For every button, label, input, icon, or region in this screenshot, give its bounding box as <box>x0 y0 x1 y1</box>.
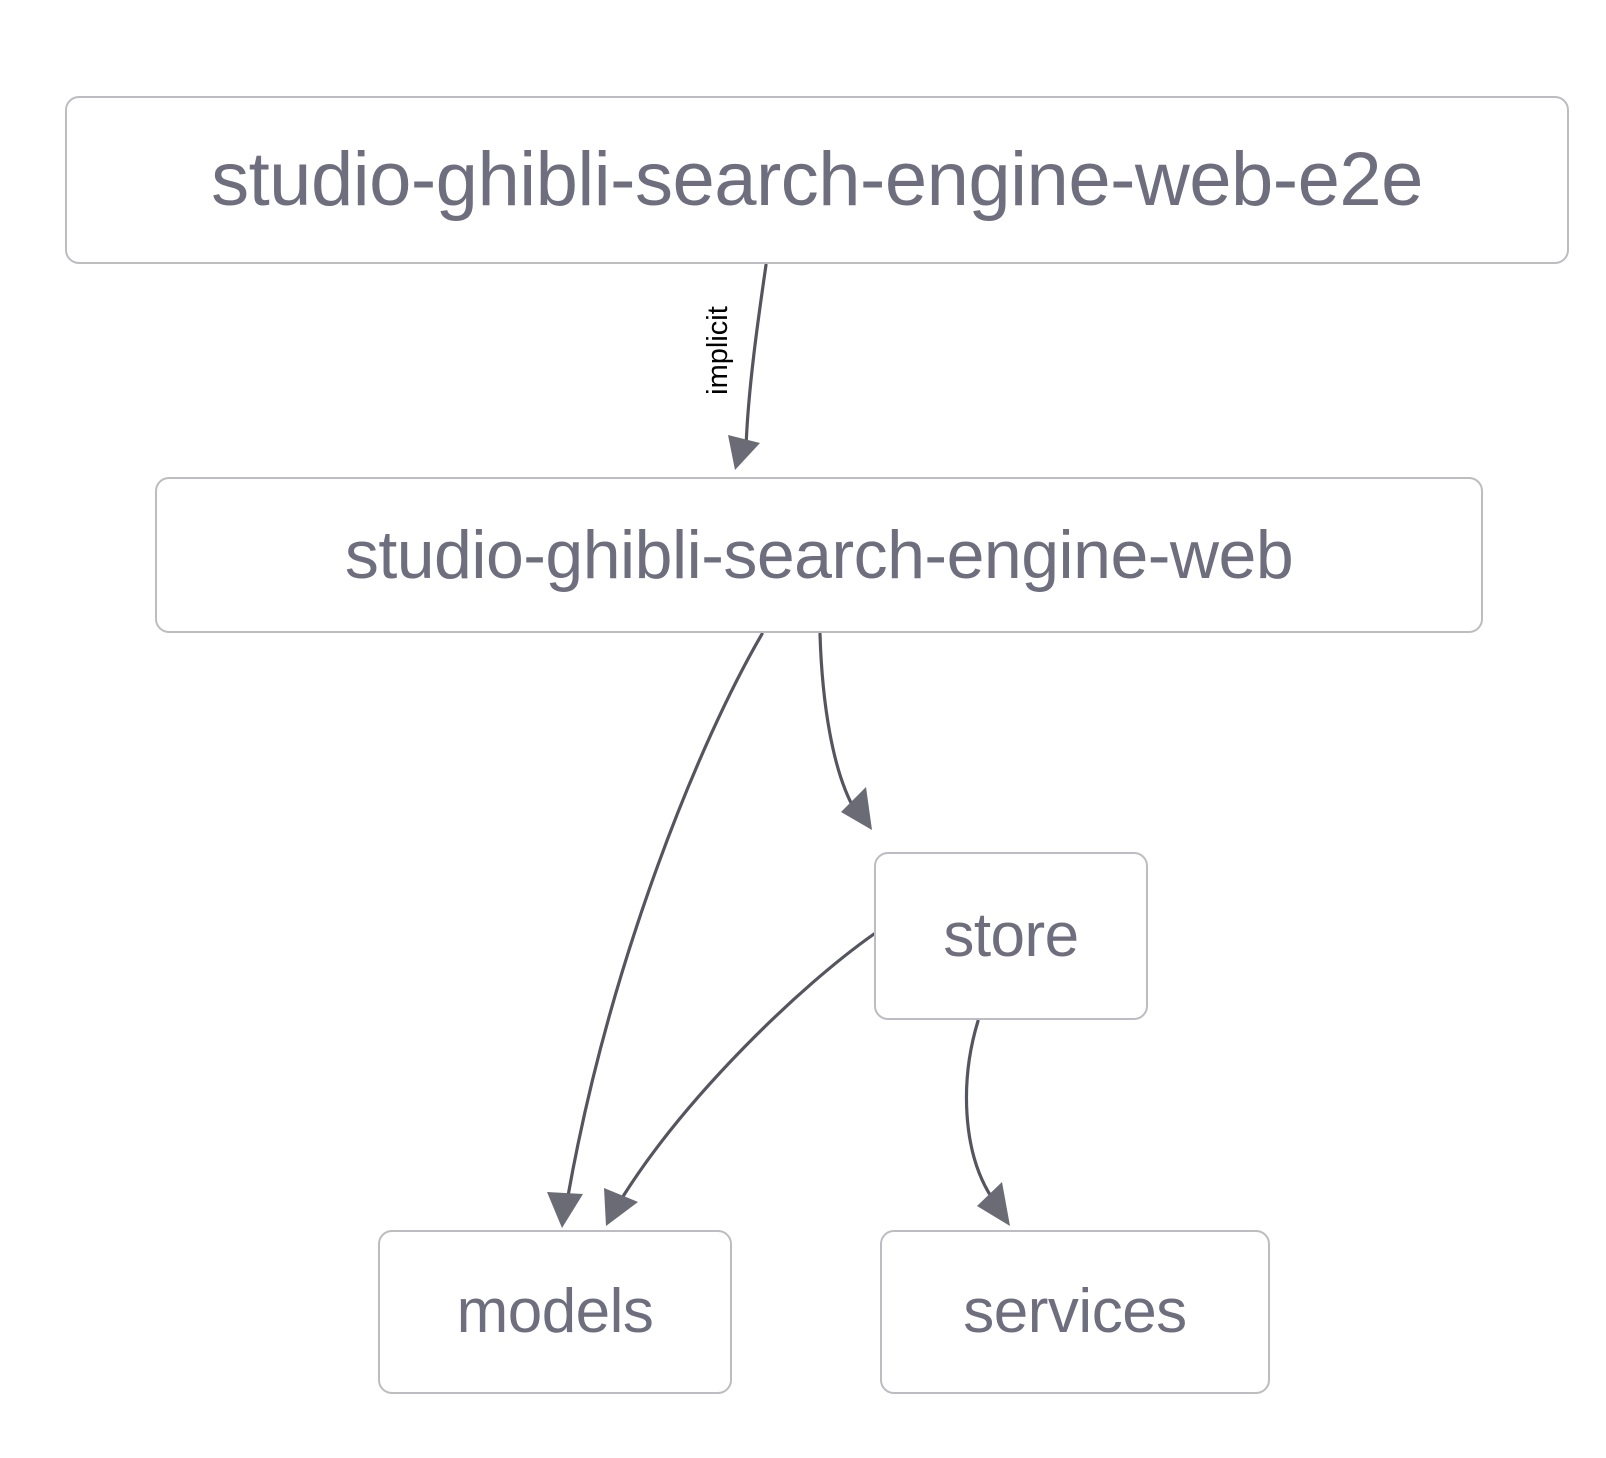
node-label: studio-ghibli-search-engine-web <box>344 517 1294 593</box>
edge-web-to-models <box>547 632 764 1228</box>
edge-label-text: implicit <box>701 305 734 395</box>
edge-label-implicit: implicit <box>686 284 750 416</box>
edge-store-to-services <box>964 1019 1010 1226</box>
node-label: models <box>456 1277 654 1346</box>
graph-node-services[interactable]: services <box>880 1230 1270 1394</box>
edge-store-to-models <box>604 932 876 1226</box>
node-label: studio-ghibli-search-engine-web-e2e <box>211 137 1423 222</box>
graph-node-store[interactable]: store <box>874 852 1148 1020</box>
node-label: services <box>963 1277 1187 1346</box>
graph-node-studio-ghibli-search-engine-web[interactable]: studio-ghibli-search-engine-web <box>155 477 1483 633</box>
graph-node-models[interactable]: models <box>378 1230 732 1394</box>
node-label: store <box>943 901 1079 970</box>
graph-node-studio-ghibli-search-engine-web-e2e[interactable]: studio-ghibli-search-engine-web-e2e <box>65 96 1569 264</box>
edge-web-to-store <box>818 632 872 830</box>
